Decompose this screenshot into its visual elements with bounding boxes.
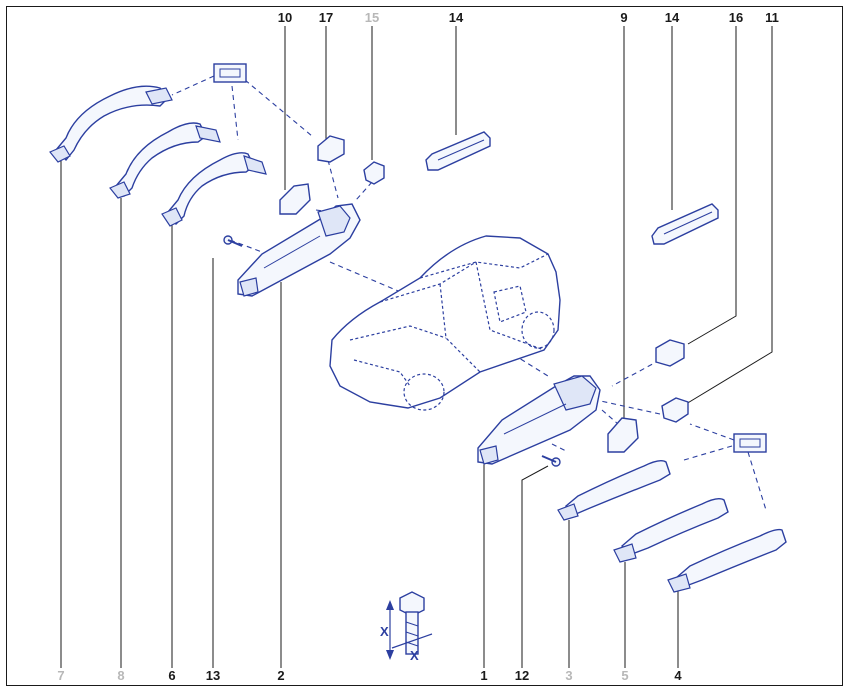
label-7: 7 (57, 668, 64, 683)
door-handle-icon (109, 122, 221, 199)
top-labels: 10 17 15 14 9 14 16 11 (278, 10, 779, 25)
antenna-icon (425, 131, 491, 171)
lock-cylinder-icon (607, 417, 639, 453)
bolt-icon (223, 235, 243, 247)
handle-bracket-icon (237, 203, 361, 297)
car-outline-icon (329, 235, 561, 411)
label-17: 17 (319, 10, 333, 25)
bolt-icon (541, 455, 561, 467)
label-16: 16 (729, 10, 743, 25)
clip-icon (363, 161, 385, 185)
label-8: 8 (117, 668, 124, 683)
label-9: 9 (620, 10, 627, 25)
door-handle-icon (557, 459, 671, 521)
label-14-right: 14 (665, 10, 680, 25)
bolt-dim-label-b: X (410, 648, 419, 663)
clip-icon (661, 397, 689, 423)
bolt-dimension-icon (386, 591, 433, 660)
label-11: 11 (765, 10, 779, 25)
label-10: 10 (278, 10, 292, 25)
label-4: 4 (674, 668, 682, 683)
label-12: 12 (515, 668, 529, 683)
label-13: 13 (206, 668, 220, 683)
door-handle-icon (49, 85, 173, 163)
antenna-icon (651, 203, 719, 245)
rectangle-seal-icon (213, 63, 247, 83)
label-2: 2 (277, 668, 284, 683)
handle-bracket-icon (477, 375, 601, 465)
label-3: 3 (565, 668, 572, 683)
handle-cap-icon (317, 135, 345, 163)
door-handle-icon (667, 528, 787, 593)
handle-cap-icon (655, 339, 685, 367)
rectangle-seal-icon (733, 433, 767, 453)
label-14-left: 14 (449, 10, 464, 25)
label-5: 5 (621, 668, 628, 683)
diagram-frame (6, 6, 843, 686)
door-handle-icon (613, 497, 729, 563)
label-15: 15 (365, 10, 379, 25)
bolt-dim-label-a: X (380, 624, 389, 639)
door-handle-icon (161, 152, 267, 227)
leader-lines (60, 26, 773, 668)
label-6: 6 (168, 668, 175, 683)
bottom-labels: 7 8 6 13 2 1 12 3 5 4 (57, 668, 682, 683)
lock-cylinder-icon (279, 183, 311, 215)
label-1: 1 (480, 668, 487, 683)
